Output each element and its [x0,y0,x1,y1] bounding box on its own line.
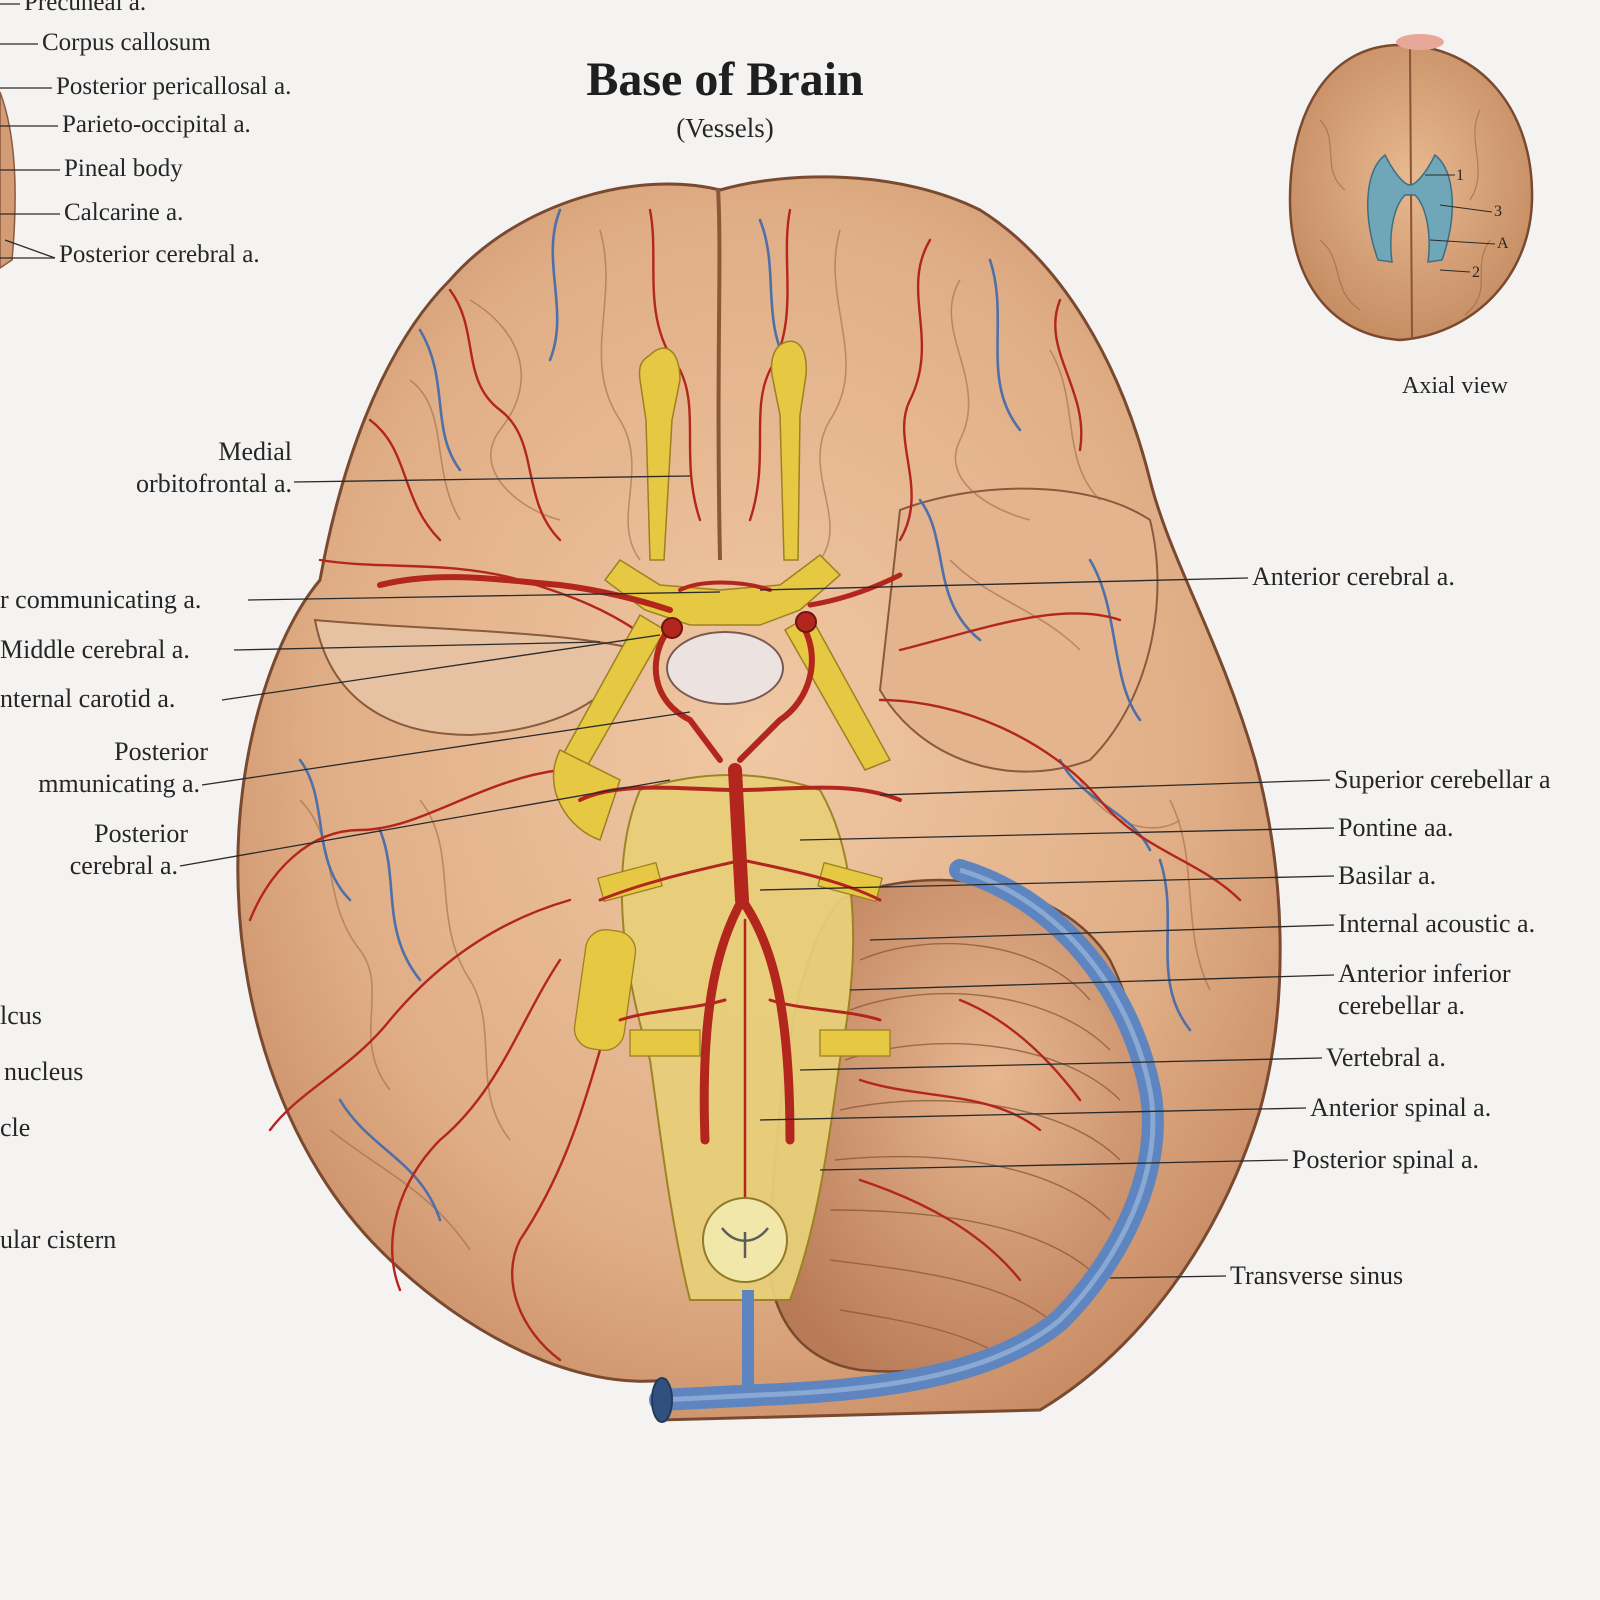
poster-subtitle: (Vessels) [676,113,773,143]
labels-right: Anterior cerebral a. Superior cerebellar… [759,562,1551,1290]
label-corpus-callosum: Corpus callosum [42,29,211,56]
label-medial-orbitofrontal-a-line1: Medial [218,437,292,466]
label-basilar-a: Basilar a. [1338,861,1436,890]
label-medial-orbitofrontal-a-line2: orbitofrontal a. [136,469,292,498]
surface-arteries [248,208,1242,1362]
label-posterior-spinal-a: Posterior spinal a. [1292,1145,1479,1174]
label-anterior-inferior-cerebellar-a-line1: Anterior inferior [1338,959,1511,988]
label-cut-nucleus: nucleus [4,1057,83,1086]
inset-gyri [1319,109,1491,316]
inset-caption: Axial view [1402,373,1509,399]
label-pontine-aa: Pontine aa. [1338,813,1454,842]
label-internal-carotid-a: nternal carotid a. [0,684,175,713]
axial-view-inset: 1 3 A 2 Axial view [1288,34,1534,399]
label-posterior-cerebral-a-top: Posterior cerebral a. [59,241,260,268]
brain-base-illustration [236,175,1282,1423]
label-cut-cle: cle [0,1113,30,1142]
label-parieto-occipital-a: Parieto-occipital a. [62,111,251,138]
label-posterior-cerebral-a-line1: Posterior [94,819,188,848]
label-transverse-sinus: Transverse sinus [1230,1261,1403,1290]
label-posterior-communicating-a-line1: Posterior [114,737,208,766]
label-anterior-cerebral-a: Anterior cerebral a. [1252,562,1455,591]
label-cut-sulcus: lcus [0,1001,42,1030]
labels-top-left: Precuneal a. Corpus callosum Posterior p… [0,0,291,268]
label-posterior-pericallosal-a: Posterior pericallosal a. [56,73,291,100]
olfactory-tracts [638,340,807,561]
label-anterior-inferior-cerebellar-a-line2: cerebellar a. [1338,991,1465,1020]
label-middle-cerebral-a: Middle cerebral a. [0,635,190,664]
inset-number-1: 1 [1456,167,1464,184]
poster-title: Base of Brain [586,53,863,106]
inset-ventricles [1367,153,1453,263]
label-precuneal-a: Precuneal a. [24,0,146,16]
label-internal-acoustic-a: Internal acoustic a. [1338,909,1535,938]
inset-leaders [1425,174,1496,273]
label-pineal-body: Pineal body [64,155,183,182]
internal-carotid-stumps [661,611,817,639]
label-posterior-cerebral-a-line2: cerebral a. [70,851,178,880]
sinus-highlight [659,867,1156,1403]
temporal-lobe-right [878,487,1159,773]
inset-nose [1396,34,1444,50]
label-cut-cistern: ular cistern [0,1225,116,1254]
sagittal-section-edge [0,91,16,269]
brainstem [620,774,855,1301]
label-superior-cerebellar-a: Superior cerebellar a [1334,765,1551,794]
label-anterior-spinal-a: Anterior spinal a. [1310,1093,1491,1122]
label-posterior-communicating-a-line2: mmunicating a. [38,769,200,798]
labels-left: Medial orbitofrontal a. r communicating … [0,437,721,880]
inset-number-3: 3 [1494,203,1502,220]
brainstem-arteries [578,763,902,1232]
arterial-circle [377,572,903,763]
label-calcarine-a: Calcarine a. [64,199,183,226]
inset-number-2: 2 [1472,264,1480,281]
label-vertebral-a: Vertebral a. [1326,1043,1446,1072]
label-anterior-communicating-a: r communicating a. [0,585,201,614]
longitudinal-fissure [716,187,722,561]
sinus-opening [651,1377,673,1423]
spinal-cord-section [702,1197,788,1283]
pituitary-stalk [666,631,784,705]
inset-number-a: A [1497,235,1509,252]
labels-left-cut: lcus nucleus cle ular cistern [0,1001,116,1254]
